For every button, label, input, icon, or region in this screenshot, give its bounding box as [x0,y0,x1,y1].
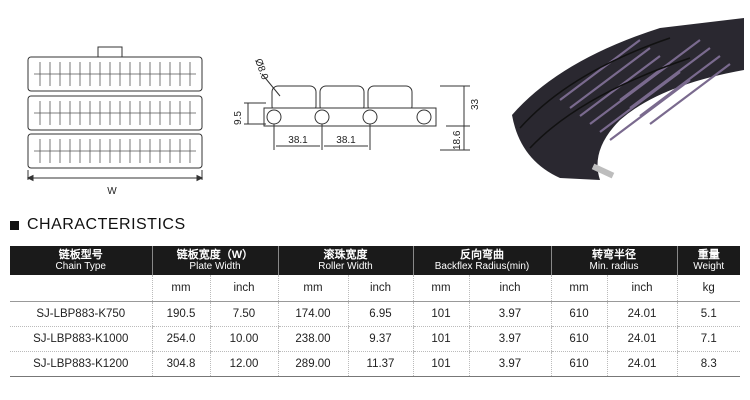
table-row: SJ-LBP883-K750 190.5 7.50 174.00 6.95 10… [10,301,740,327]
table-cell: 10.00 [209,326,278,352]
unit-cell: mm [277,275,348,302]
table-cell: SJ-LBP883-K750 [10,301,152,327]
table-cell: 3.97 [468,351,551,377]
table-cell: 610 [550,326,607,352]
table-cell: 610 [550,351,607,377]
table-cell: SJ-LBP883-K1000 [10,326,152,352]
table-row: SJ-LBP883-K1200 304.8 12.00 289.00 11.37… [10,351,740,377]
table-cell: 174.00 [277,301,348,327]
table-cell: 101 [412,301,469,327]
side-view-drawing [244,73,470,151]
width-dimension-label: W [107,186,117,197]
pitch-label-2: 38.1 [336,135,356,146]
table-cell: 7.50 [209,301,278,327]
unit-cell: inch [468,275,551,302]
table-cell: 11.37 [347,351,413,377]
diameter-label: Ø8.0 [252,57,270,82]
table-cell: 238.00 [277,326,348,352]
table-cell: 289.00 [277,351,348,377]
height-label-18-6: 18.6 [452,130,463,150]
table-cell: 24.01 [606,301,677,327]
table-cell: 7.1 [676,326,740,352]
pitch-label-1: 38.1 [288,135,308,146]
table-cell: 190.5 [151,301,210,327]
table-cell: 5.1 [676,301,740,327]
chain-product-photo [512,18,744,180]
unit-cell: inch [347,275,413,302]
unit-cell: inch [209,275,278,302]
table-cell: 24.01 [606,351,677,377]
top-view-drawing [26,46,204,182]
unit-cell: mm [550,275,607,302]
units-row: mm inch mm inch mm inch mm inch kg [10,275,740,302]
unit-cell: kg [676,275,740,302]
table-cell: 6.95 [347,301,413,327]
header-plate-width: 链板宽度（W）Plate Width [151,246,278,275]
unit-cell: inch [606,275,677,302]
characteristics-heading: CHARACTERISTICS [10,216,186,234]
table-cell: 101 [412,326,469,352]
table-cell: 24.01 [606,326,677,352]
height-label-9-5: 9.5 [233,111,244,125]
table-cell: SJ-LBP883-K1200 [10,351,152,377]
table-cell: 12.00 [209,351,278,377]
table-cell: 254.0 [151,326,210,352]
table-cell: 3.97 [468,301,551,327]
section-title: CHARACTERISTICS [27,216,186,233]
technical-drawings: W Ø8.0 38.1 38.1 9.5 33 18.6 [26,18,744,197]
table-cell: 101 [412,351,469,377]
table-cell: 9.37 [347,326,413,352]
table-cell: 3.97 [468,326,551,352]
unit-cell [10,275,152,302]
height-label-33: 33 [470,98,481,110]
table-cell: 304.8 [151,351,210,377]
table-cell: 610 [550,301,607,327]
square-bullet-icon [10,220,19,230]
unit-cell: mm [151,275,210,302]
unit-cell: mm [412,275,469,302]
table-cell: 8.3 [676,351,740,377]
table-row: SJ-LBP883-K1000 254.0 10.00 238.00 9.37 … [10,326,740,352]
